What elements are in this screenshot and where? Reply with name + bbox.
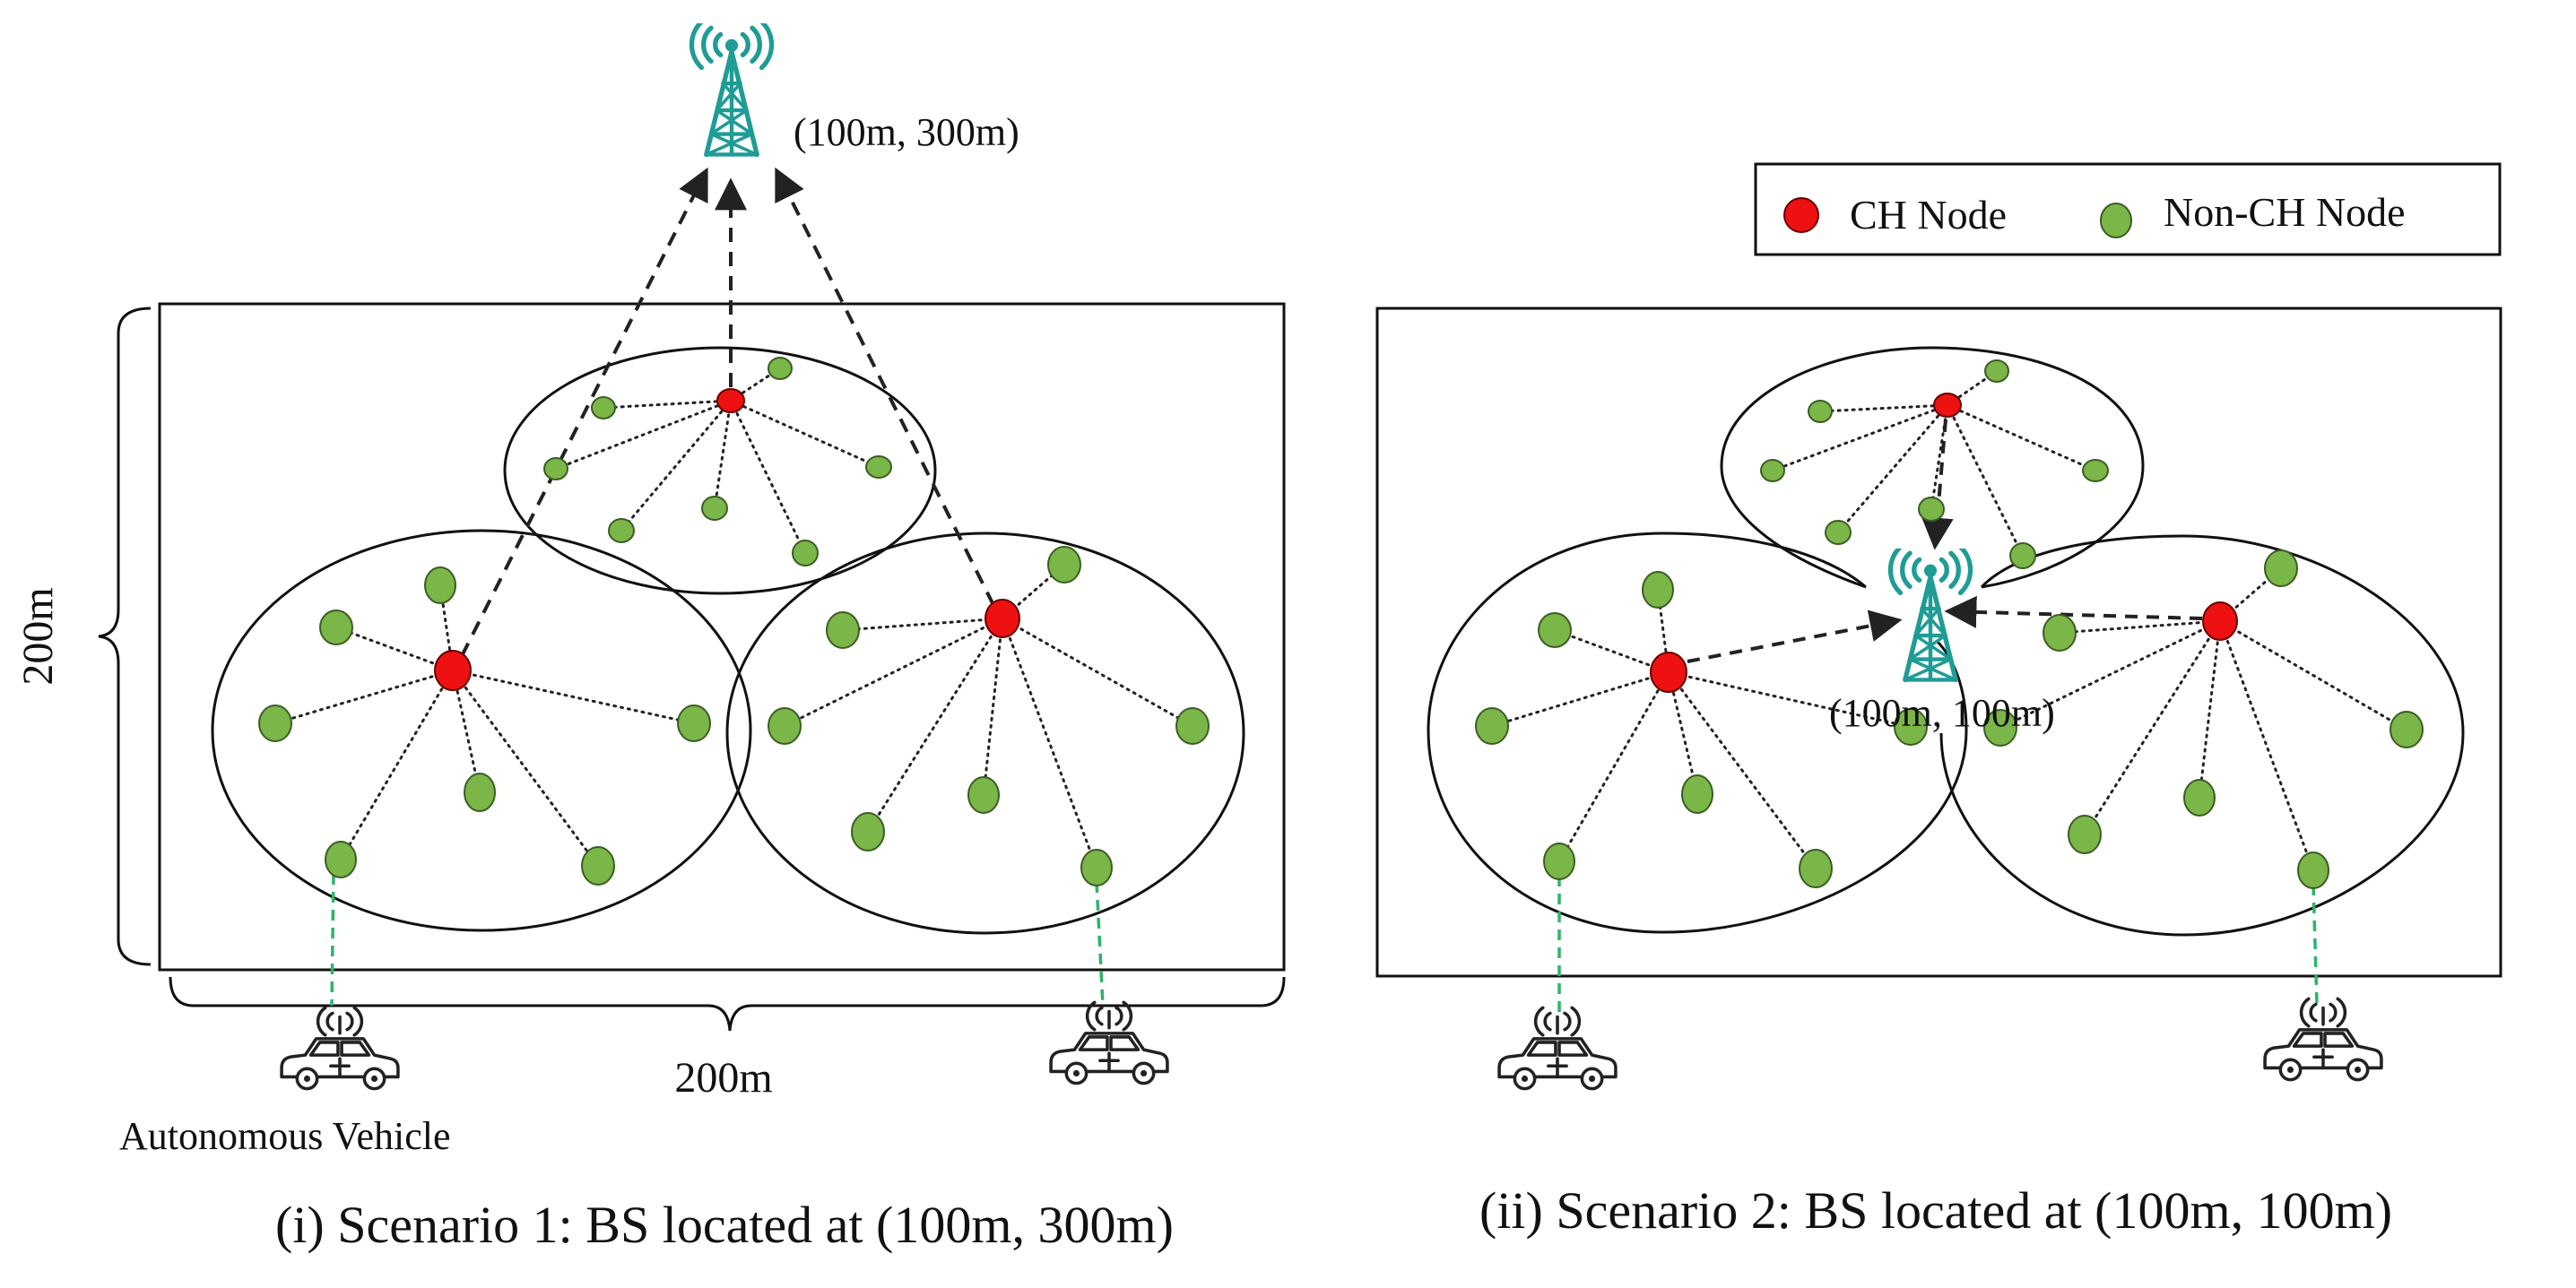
autonomous-car-icon: [280, 1006, 400, 1091]
non-ch-node: [1080, 849, 1113, 886]
ch-nodes: [1650, 393, 2238, 693]
non-ch-node: [2183, 779, 2216, 817]
non-ch-node: [1825, 520, 1852, 545]
ch-to-bs-links: [1687, 419, 2203, 663]
non-ch-node: [319, 609, 353, 645]
non-ch-node: [608, 518, 635, 543]
height-label: 200m: [14, 587, 62, 685]
scenario-2-area: [1375, 307, 2502, 978]
cluster-top: [1720, 346, 2145, 589]
non-ch-node: [1681, 774, 1713, 814]
non-ch-node: [1918, 497, 1945, 522]
bs-label: (100m, 300m): [794, 110, 1019, 154]
cell-tower-icon: [691, 22, 771, 154]
scenario-2-caption: (ii) Scenario 2: BS located at (100m, 10…: [1479, 1181, 2392, 1240]
non-ch-node: [1983, 709, 2017, 747]
ch-node: [2202, 601, 2238, 641]
width-brace: [169, 976, 1286, 1032]
legend-box: [1754, 162, 2502, 256]
cell-tower-icon: [1890, 547, 1970, 679]
non-ch-node: [967, 776, 1000, 814]
vehicle-label: Autonomous Vehicle: [119, 1114, 451, 1158]
autonomous-car-icon: [2263, 997, 2383, 1082]
ch-to-bs-links: [460, 167, 995, 657]
non-ch-node: [1538, 612, 1572, 648]
non-ch-nodes: [258, 357, 1210, 886]
ch-node: [1650, 652, 1687, 693]
non-ch-node: [1475, 707, 1509, 745]
non-ch-node: [1175, 707, 1210, 745]
ch-nodes: [434, 388, 1020, 691]
non-ch-node: [1047, 546, 1081, 583]
non-ch-node: [768, 707, 802, 745]
non-ch-node: [792, 540, 819, 566]
ch-node-swatch: [1783, 197, 1819, 233]
non-ch-node: [543, 457, 568, 480]
non-ch-node: [851, 812, 885, 851]
non-ch-node: [581, 846, 615, 886]
non-ch-node: [258, 705, 292, 742]
autonomous-car-icon: [1497, 1006, 1618, 1091]
non-ch-node-swatch: [2100, 203, 2132, 238]
non-ch-node: [1984, 359, 2009, 383]
non-ch-node: [865, 455, 892, 479]
width-label: 200m: [674, 1054, 772, 1102]
ch-node: [1933, 393, 1962, 418]
height-brace: [98, 307, 152, 966]
intra-cluster-links: [1490, 369, 2408, 872]
legend-ch-label: CH Node: [1850, 192, 2007, 238]
base-station-1: (100m, 300m): [691, 22, 1019, 154]
ch-node: [984, 599, 1020, 638]
non-ch-node: [424, 566, 456, 604]
non-ch-node: [1760, 459, 1785, 482]
non-ch-node: [1543, 843, 1575, 880]
non-ch-node: [701, 496, 728, 521]
non-ch-node: [2043, 614, 2077, 652]
ch-node: [434, 650, 472, 691]
non-ch-node: [2009, 542, 2036, 569]
non-ch-node: [2297, 851, 2329, 889]
non-ch-node: [1894, 708, 1928, 746]
non-ch-node: [2082, 459, 2109, 482]
ch-node: [716, 388, 745, 413]
scenario-1-area: [158, 302, 1286, 972]
non-ch-node: [2264, 549, 2298, 587]
vehicle-links: [1557, 876, 2319, 1013]
base-station-2: (100m, 100m): [1829, 547, 2055, 735]
intra-cluster-links: [273, 367, 1194, 869]
vehicle-links: [330, 873, 1105, 1007]
non-ch-node: [1808, 400, 1833, 423]
legend: CH Node Non-CH Node: [1754, 162, 2502, 256]
cluster-left: [211, 529, 752, 932]
scenario-1-caption: (i) Scenario 1: BS located at (100m, 300…: [275, 1196, 1174, 1254]
non-ch-node: [2068, 815, 2102, 854]
non-ch-node: [826, 611, 860, 649]
non-ch-node: [768, 357, 793, 380]
bs-label: (100m, 100m): [1829, 691, 2055, 735]
non-ch-node: [325, 841, 357, 878]
non-ch-node: [464, 773, 496, 812]
cluster-left: [1427, 532, 1968, 934]
cluster-right: [725, 532, 1245, 935]
cluster-right: [1939, 534, 2465, 937]
scenario-2-panel: (100m, 100m) (ii) Scenario 2: BS located…: [1375, 307, 2502, 1240]
non-ch-node: [1799, 849, 1833, 888]
non-ch-node: [2390, 711, 2424, 748]
scenario-1-panel: (100m, 300m): [14, 22, 1286, 1254]
autonomous-car-icon: [1049, 1000, 1169, 1085]
non-ch-node: [1642, 571, 1674, 609]
non-ch-nodes: [1475, 359, 2424, 889]
non-ch-node: [591, 396, 616, 419]
cluster-top: [503, 346, 937, 595]
legend-non-ch-label: Non-CH Node: [2164, 189, 2406, 235]
non-ch-node: [677, 705, 711, 742]
